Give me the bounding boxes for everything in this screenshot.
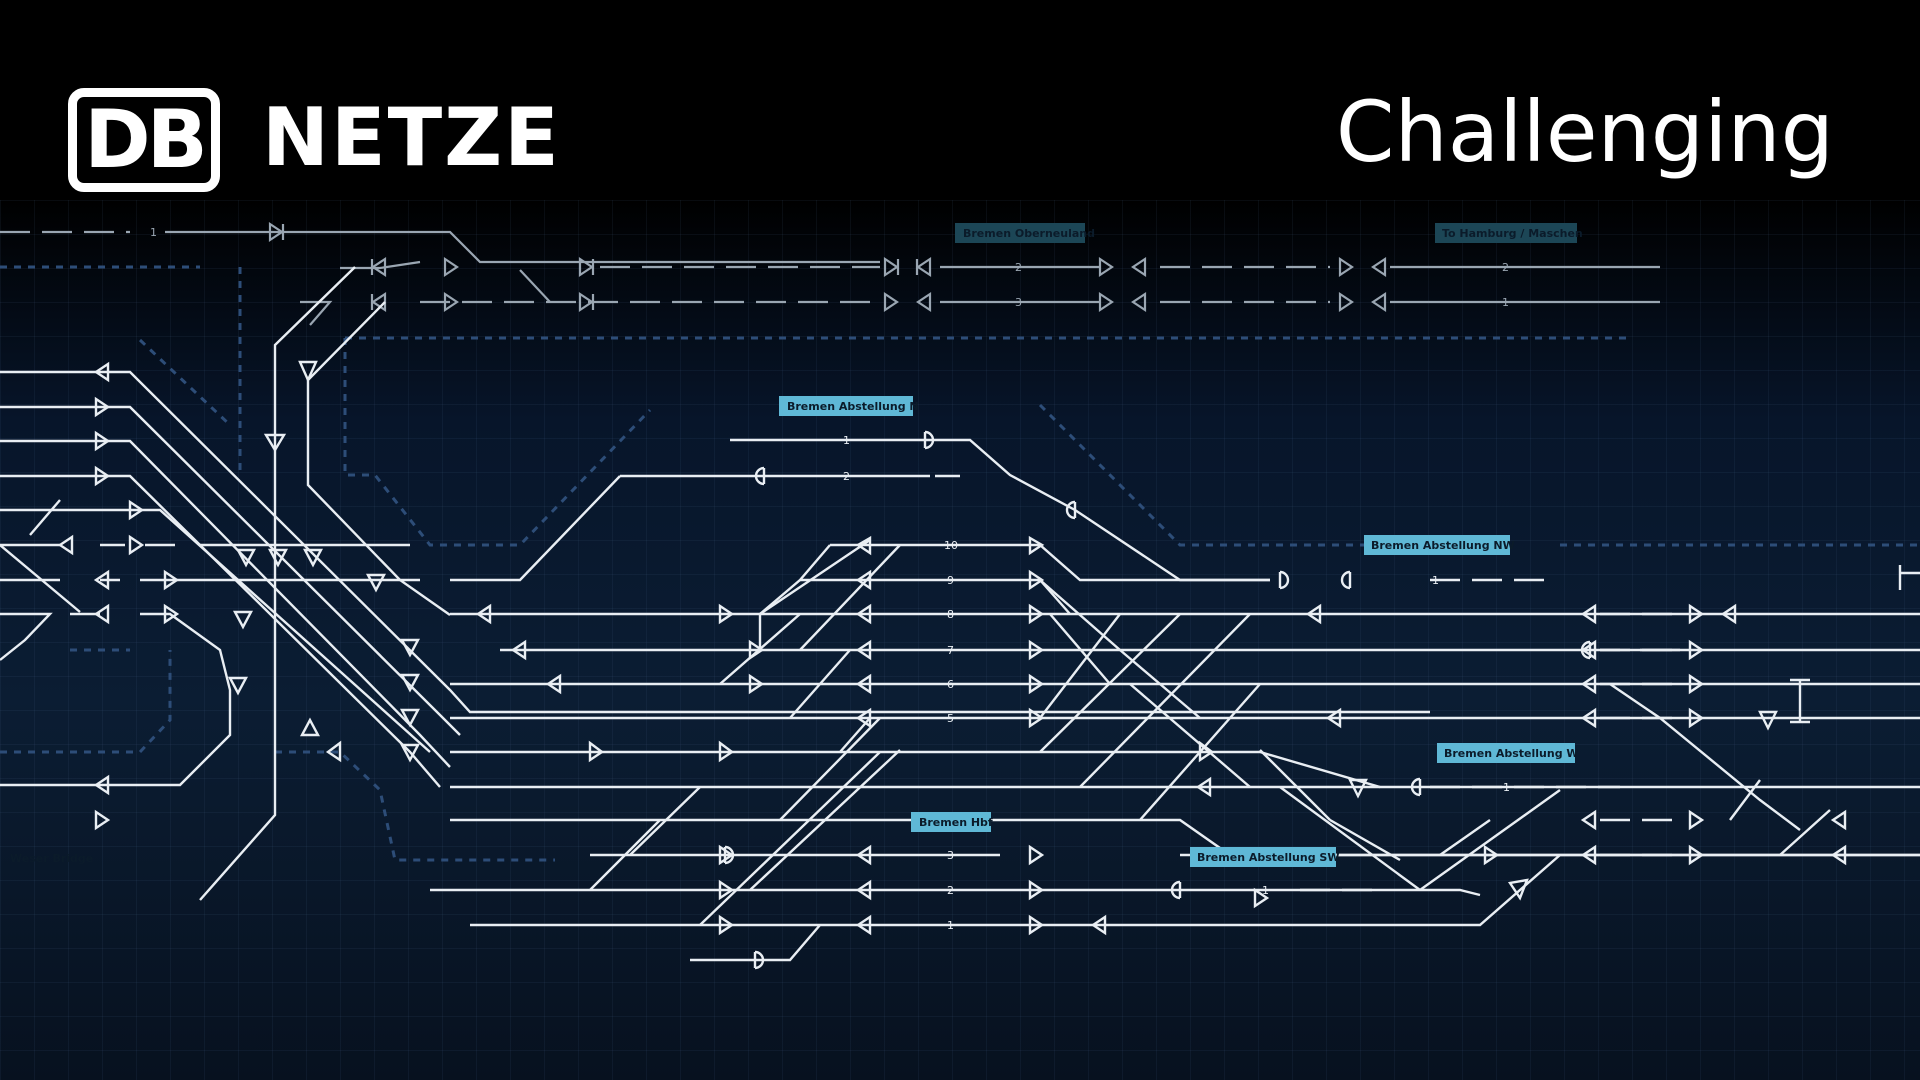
zone-borders	[0, 265, 1920, 862]
label-bremen-oberneuland: Bremen Oberneuland	[963, 227, 1095, 240]
platform-number: 5	[947, 712, 954, 725]
label-box-abst-w	[1437, 743, 1575, 763]
label-box-hamburg	[1435, 223, 1577, 243]
logo-text: DB	[84, 93, 207, 186]
background-grid	[0, 200, 1920, 1080]
top-tracks	[0, 230, 1660, 326]
label-box-oberneuland	[955, 223, 1085, 243]
platform-tracks	[430, 543, 1920, 962]
track-number: 1	[843, 434, 850, 447]
track-number: 2	[1502, 261, 1509, 274]
platform-number: 2	[947, 884, 954, 897]
track-number: 2	[1015, 261, 1022, 274]
platform-number: 1	[947, 919, 954, 932]
track-number: 1	[1503, 781, 1510, 794]
top-signals	[268, 221, 1387, 313]
label-abstellung-w: Bremen Abstellung W	[1444, 747, 1579, 760]
label-abstellung-sw: Bremen Abstellung SW	[1197, 851, 1339, 864]
label-weser-bridge: Weser Bridge	[10, 852, 93, 865]
label-abstellung-nw: Bremen Abstellung NW	[1371, 539, 1515, 552]
platform-number: 8	[947, 608, 954, 621]
abstellung-n	[450, 438, 1270, 582]
label-to-hamburg: To Hamburg / Maschen	[1442, 227, 1583, 240]
label-box-abst-nw	[1364, 535, 1510, 555]
right-tracks	[1300, 565, 1920, 892]
track-number: 1	[150, 226, 157, 239]
track-number: 2	[843, 470, 850, 483]
label-box-abst-sw	[1190, 847, 1336, 867]
platform-number: 9	[947, 574, 954, 587]
slide-title: Challenging	[1335, 83, 1834, 181]
station-labels: Bremen Oberneuland To Hamburg / Maschen …	[10, 223, 1583, 867]
main-tracks	[0, 370, 1430, 788]
track-number: 1	[1502, 296, 1509, 309]
brand-name: NETZE	[262, 91, 561, 184]
platform-number: 6	[947, 678, 954, 691]
track-number: 1	[1262, 884, 1269, 897]
buffer-stops	[723, 430, 1592, 970]
label-box-hbf	[911, 812, 991, 832]
track-number: 3	[1015, 296, 1022, 309]
platform-number: 3	[947, 849, 954, 862]
track-numbers: 1 2 3 2 1 1 2 1 1 1 10 9 8 7 6 5 3 2 1	[150, 226, 1510, 932]
platform-number: 10	[944, 539, 958, 552]
header: DB NETZE Challenging	[0, 0, 1920, 210]
track-number: 1	[1432, 574, 1439, 587]
db-logo: DB	[68, 88, 220, 192]
label-abstellung-n: Bremen Abstellung N	[787, 400, 919, 413]
platform-number: 7	[947, 644, 954, 657]
label-bremen-hbf: Bremen Hbf	[919, 816, 993, 829]
label-box-abst-n	[779, 396, 913, 416]
crossovers	[589, 539, 1831, 926]
